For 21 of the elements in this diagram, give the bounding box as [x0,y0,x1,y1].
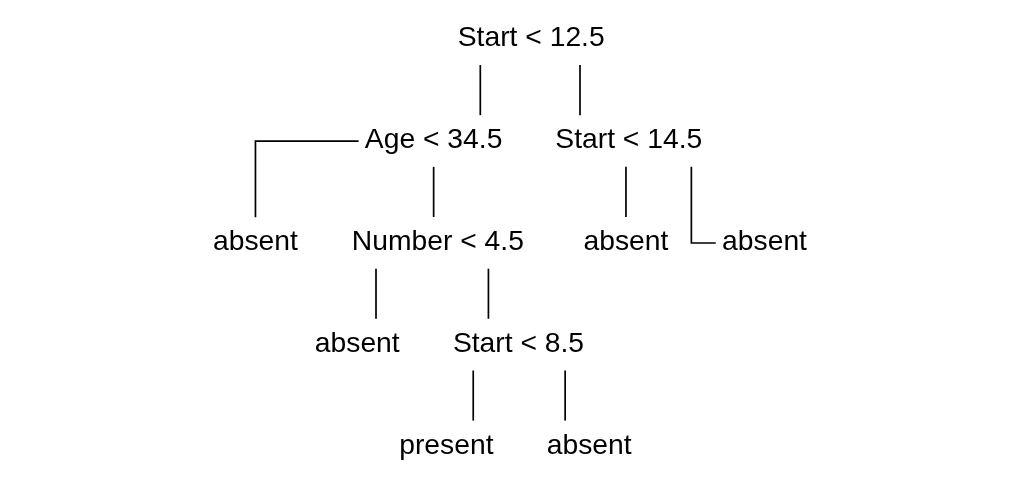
connector [690,166,717,244]
node-text: absent [721,224,807,257]
connector [432,166,434,218]
node-text: absent [546,427,632,460]
connector [471,369,474,422]
node-text: Start < 8.5 [452,325,584,358]
node-text: Age < 34.5 [364,122,502,155]
node-text: Start < 14.5 [554,122,702,155]
node-text: Number < 4.5 [351,224,524,257]
node-text: Start < 12.5 [457,20,605,53]
connector [487,267,489,320]
connector [563,369,566,422]
node-text: absent [583,224,668,257]
node-text: present [398,427,493,460]
node-text: absent [212,224,298,257]
node-text: absent [314,325,400,358]
connector [254,140,359,219]
connector [478,64,481,116]
connector [624,166,627,218]
connector [374,267,377,320]
connector [578,64,581,116]
